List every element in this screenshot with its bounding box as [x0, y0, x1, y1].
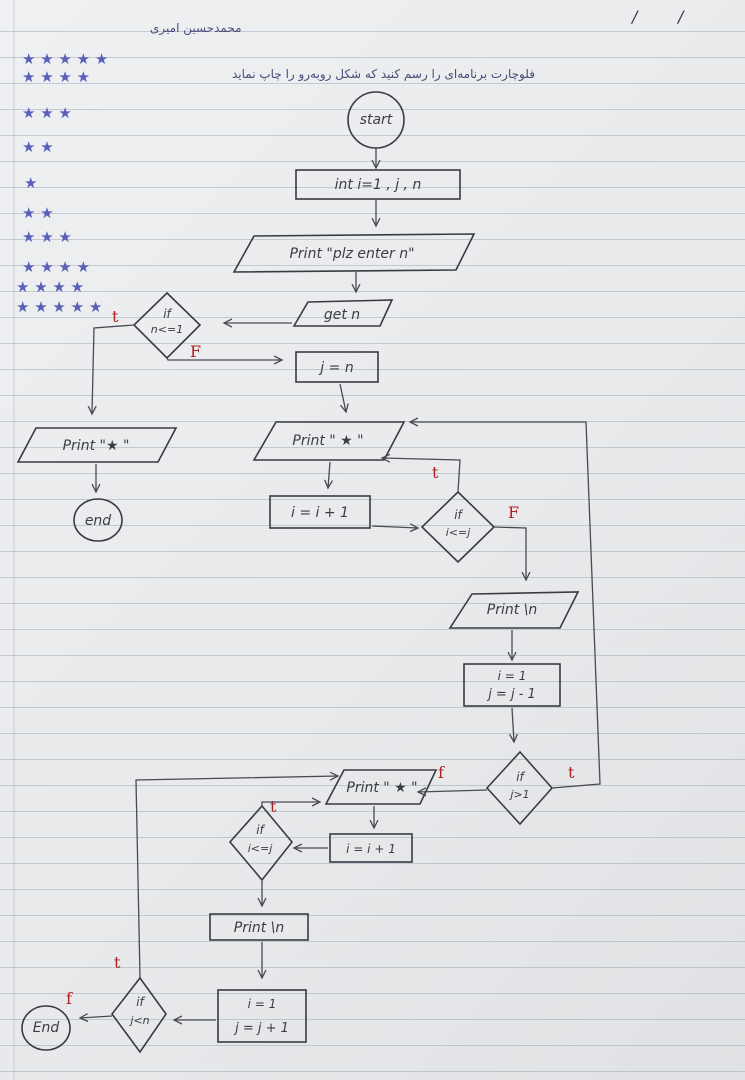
print-star-label-2: Print " ★ " — [346, 780, 417, 796]
flow-arrow — [135, 776, 338, 979]
star-row: ★ ★ ★ ★ ★ — [16, 298, 102, 316]
page-number-mark: / — [630, 7, 639, 26]
star-pattern: ★ ★ ★ ★ ★ ★ ★ ★ ★ ★ ★ ★ ★ ★ ★ ★ ★ ★ ★ ★ … — [16, 50, 108, 316]
prompt-io-box — [232, 233, 476, 273]
end-label: end — [85, 513, 111, 529]
print-newline-box-2 — [209, 913, 309, 941]
star-row: ★ ★ — [22, 204, 54, 222]
star-row: ★ ★ ★ ★ — [22, 258, 90, 276]
increment-i-box-1 — [269, 495, 371, 529]
assign-j-box — [295, 351, 379, 383]
input-label: get n — [324, 307, 360, 323]
star-row: ★ ★ ★ ★ ★ — [22, 50, 108, 68]
flow-arrow — [382, 458, 461, 493]
decrement-j-label: j = j - 1 — [486, 687, 536, 702]
decision-if: if — [454, 508, 463, 522]
false-label: F — [190, 342, 201, 361]
star-row: ★ ★ ★ ★ — [22, 68, 90, 86]
reset-i-label: i = 1 — [498, 669, 527, 683]
decision-cond: i<=j — [446, 526, 471, 539]
decision-cond: n<=1 — [151, 323, 183, 336]
flow-arrow — [512, 707, 514, 742]
end-label-2: End — [33, 1020, 60, 1036]
star-row: ★ ★ ★ — [22, 228, 72, 246]
decision-jn-diamond — [110, 976, 167, 1054]
flow-arrow — [328, 461, 330, 488]
decision-j-diamond — [485, 750, 554, 826]
increment-i-label-1: i = i + 1 — [291, 505, 349, 521]
decision-cond: j<n — [128, 1014, 149, 1027]
flow-arrow — [80, 1016, 113, 1018]
decision-cond: j>1 — [508, 788, 529, 801]
true-label: t — [568, 763, 575, 782]
star-row: ★ — [24, 174, 37, 192]
flow-arrow — [493, 526, 526, 580]
reset-increment-box — [217, 989, 307, 1043]
decision-if: if — [136, 995, 145, 1009]
true-label: t — [114, 953, 121, 972]
page-date-mark: / — [676, 7, 685, 26]
false-label: f — [66, 989, 73, 1008]
flow-arrow — [418, 790, 488, 792]
print-single-star-box — [16, 427, 178, 463]
flow-arrow — [261, 802, 320, 806]
reset-i-label-2: i = 1 — [248, 997, 277, 1011]
init-process-box — [295, 169, 461, 200]
flow-arrow — [166, 358, 282, 360]
increment-j-label: j = j + 1 — [233, 1021, 289, 1036]
init-label: int i=1 , j , n — [335, 177, 422, 193]
prompt-label: Print "plz enter n" — [289, 246, 414, 262]
decision-if: if — [163, 307, 172, 321]
print-single-star-label: Print "★ " — [63, 438, 130, 454]
false-label: f — [438, 763, 445, 782]
decision-i-diamond-1 — [420, 490, 496, 564]
star-row: ★ ★ ★ ★ — [16, 278, 84, 296]
print-newline-label-1: Print \n — [487, 602, 538, 618]
end-terminal-2 — [21, 1005, 71, 1051]
author-name: محمدحسین امیری — [150, 21, 242, 36]
start-label: start — [360, 112, 393, 128]
input-io-box — [292, 299, 394, 327]
flow-arrow — [339, 383, 346, 412]
star-row: ★ ★ ★ — [22, 104, 72, 122]
print-newline-label-2: Print \n — [234, 920, 285, 936]
false-label: F — [508, 503, 519, 522]
reset-decrement-box — [463, 663, 561, 707]
true-label: t — [270, 797, 277, 816]
flow-arrow — [371, 526, 418, 528]
decision-if: if — [516, 770, 525, 784]
increment-i-label-2: i = i + 1 — [346, 842, 396, 856]
assign-j-label: j = n — [318, 360, 353, 376]
print-newline-box-1 — [448, 591, 580, 629]
flow-arrow — [410, 422, 601, 789]
instruction-text: فلوچارت برنامه‌ای را رسم کنید که شکل روب… — [232, 67, 535, 82]
decision-cond: i<=j — [248, 842, 273, 855]
end-terminal — [73, 498, 123, 542]
print-star-label-1: Print " ★ " — [292, 433, 363, 449]
star-row: ★ ★ — [22, 138, 54, 156]
true-label: t — [432, 463, 439, 482]
flow-arrow — [92, 324, 135, 414]
decision-if: if — [256, 823, 265, 837]
true-label: t — [112, 307, 119, 326]
print-star-box-2 — [324, 769, 438, 805]
increment-i-box-2 — [329, 833, 413, 863]
